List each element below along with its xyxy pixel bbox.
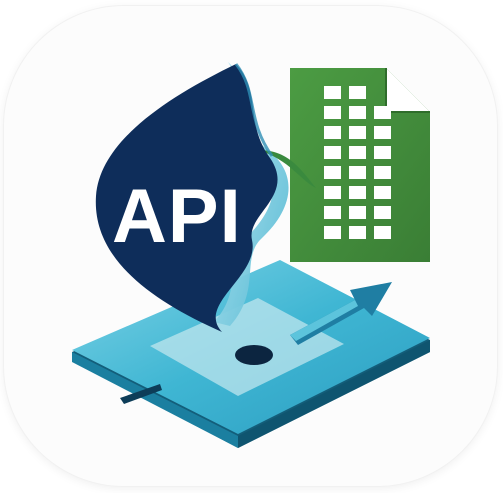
- spreadsheet-cell: [374, 226, 391, 239]
- spreadsheet-cell: [324, 106, 341, 119]
- spreadsheet-cell: [374, 206, 391, 219]
- arrow-up-right-icon: [290, 282, 392, 345]
- spreadsheet-cell: [374, 166, 391, 179]
- spreadsheet-cell: [349, 186, 366, 199]
- spreadsheet-cell: [324, 186, 341, 199]
- spreadsheet-cell: [324, 166, 341, 179]
- api-leaf-icon: API: [95, 63, 278, 332]
- spreadsheet-cell: [374, 146, 391, 159]
- api-label: API: [112, 174, 242, 259]
- spreadsheet-cell: [324, 86, 341, 99]
- port-hole-icon: [235, 345, 273, 365]
- spreadsheet-cell: [349, 206, 366, 219]
- spreadsheet-cell: [374, 106, 391, 119]
- spreadsheet-cell: [374, 126, 391, 139]
- spreadsheet-cell: [349, 106, 366, 119]
- spreadsheet-cell: [349, 146, 366, 159]
- spreadsheet-cell: [324, 206, 341, 219]
- spreadsheet-cell: [349, 86, 366, 99]
- spreadsheet-cell: [349, 166, 366, 179]
- spreadsheet-cell: [324, 226, 341, 239]
- spreadsheet-cell: [349, 226, 366, 239]
- spreadsheet-cells: [324, 86, 391, 239]
- spreadsheet-cell: [324, 146, 341, 159]
- spreadsheet-cell: [349, 126, 366, 139]
- spreadsheet-document-icon: [290, 68, 430, 262]
- spreadsheet-cell: [324, 126, 341, 139]
- spreadsheet-cell: [374, 186, 391, 199]
